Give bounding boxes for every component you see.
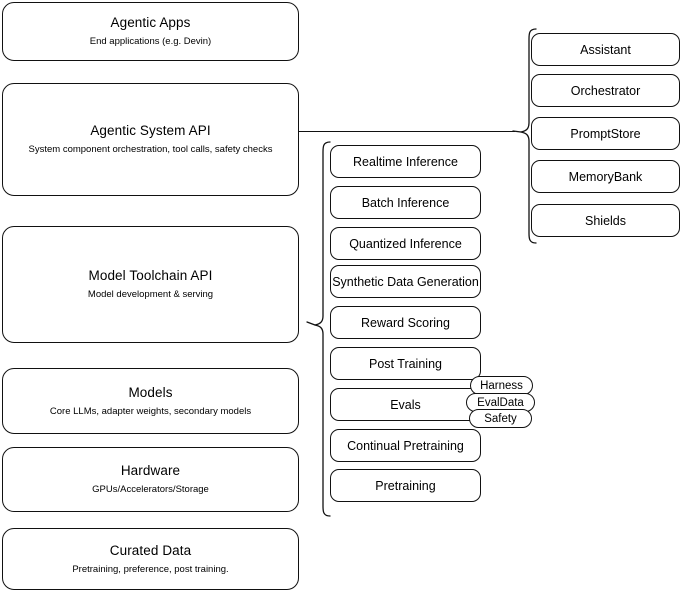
component-batch-inference[interactable]: Batch Inference [330, 186, 481, 219]
layer-subtitle: System component orchestration, tool cal… [28, 144, 273, 155]
component-reward-scoring[interactable]: Reward Scoring [330, 306, 481, 339]
layer-hardware[interactable]: Hardware GPUs/Accelerators/Storage [2, 447, 299, 512]
pill-label: EvalData [477, 396, 524, 409]
component-label: Pretraining [375, 478, 436, 493]
component-label: Assistant [580, 42, 631, 57]
component-label: MemoryBank [568, 169, 643, 184]
pill-label: Harness [480, 379, 523, 392]
pill-label: Safety [484, 412, 517, 425]
layer-subtitle: Model development & serving [87, 289, 214, 300]
layer-curated-data[interactable]: Curated Data Pretraining, preference, po… [2, 528, 299, 590]
system-components-brace [512, 28, 537, 244]
component-orchestrator[interactable]: Orchestrator [531, 74, 680, 107]
component-post-training[interactable]: Post Training [330, 347, 481, 380]
component-shields[interactable]: Shields [531, 204, 680, 237]
layer-subtitle: End applications (e.g. Devin) [89, 36, 212, 47]
layer-title: Curated Data [109, 542, 192, 558]
component-label: PromptStore [570, 126, 641, 141]
component-continual-pretraining[interactable]: Continual Pretraining [330, 429, 481, 462]
layer-title: Agentic System API [90, 123, 211, 138]
component-pretraining[interactable]: Pretraining [330, 469, 481, 502]
component-evals[interactable]: Evals [330, 388, 481, 421]
component-synthetic-data-generation[interactable]: Synthetic Data Generation [330, 265, 481, 298]
layer-title: Hardware [120, 463, 181, 478]
component-label: Synthetic Data Generation [332, 274, 479, 289]
toolchain-brace [306, 141, 331, 517]
component-label: Reward Scoring [361, 315, 450, 330]
component-label: Batch Inference [361, 195, 450, 210]
component-label: Post Training [369, 356, 442, 371]
layer-subtitle: Core LLMs, adapter weights, secondary mo… [49, 405, 252, 417]
component-label: Orchestrator [570, 83, 641, 98]
component-label: Shields [585, 213, 626, 228]
layer-subtitle: Pretraining, preference, post training. [72, 563, 229, 575]
layer-title: Agentic Apps [110, 15, 191, 30]
system-api-connector-line [299, 131, 515, 132]
layer-subtitle: GPUs/Accelerators/Storage [92, 484, 209, 495]
layer-models[interactable]: Models Core LLMs, adapter weights, secon… [2, 368, 299, 434]
layer-title: Model Toolchain API [88, 268, 213, 283]
evals-subcomponent-safety[interactable]: Safety [469, 409, 532, 428]
component-quantized-inference[interactable]: Quantized Inference [330, 227, 481, 260]
layer-title: Models [128, 384, 173, 400]
layer-agentic-system-api[interactable]: Agentic System API System component orch… [2, 83, 299, 196]
layer-agentic-apps[interactable]: Agentic Apps End applications (e.g. Devi… [2, 2, 299, 61]
component-label: Evals [390, 397, 421, 412]
evals-subcomponent-evaldata[interactable]: EvalData [466, 393, 535, 412]
component-realtime-inference[interactable]: Realtime Inference [330, 145, 481, 178]
component-label: Quantized Inference [349, 236, 462, 251]
component-assistant[interactable]: Assistant [531, 33, 680, 66]
component-label: Continual Pretraining [347, 438, 464, 453]
component-memorybank[interactable]: MemoryBank [531, 160, 680, 193]
layer-model-toolchain-api[interactable]: Model Toolchain API Model development & … [2, 226, 299, 343]
component-promptstore[interactable]: PromptStore [531, 117, 680, 150]
component-label: Realtime Inference [353, 154, 458, 169]
